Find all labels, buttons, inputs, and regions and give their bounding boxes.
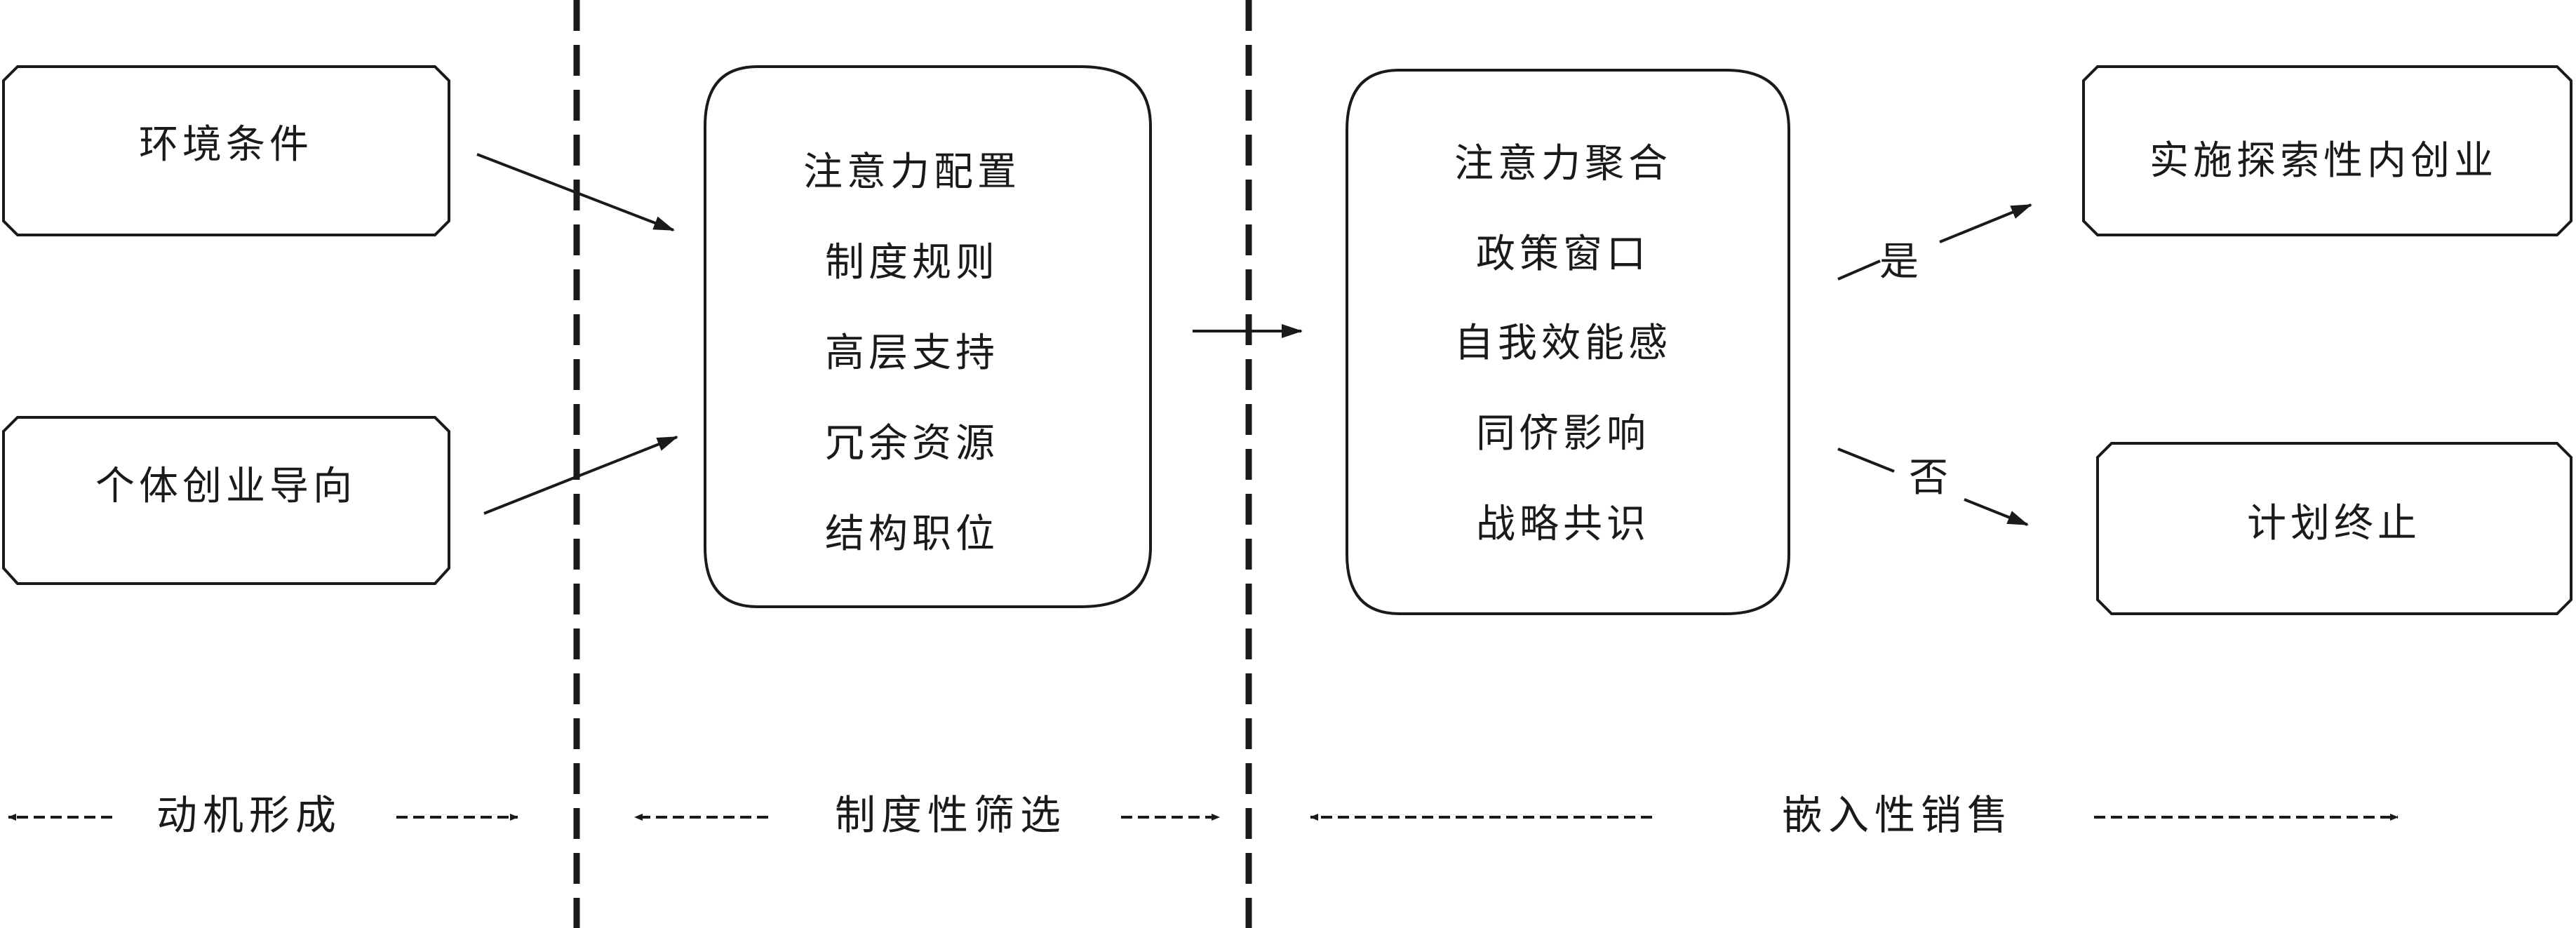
- environment-label: 环境条件: [139, 122, 313, 168]
- terminate-label: 计划终止: [2247, 501, 2421, 546]
- environment-box: 环境条件: [2, 65, 450, 236]
- screening-item: 结构职位: [825, 511, 999, 557]
- screening-item: 冗余资源: [825, 421, 999, 466]
- arrow-yes-segment-b: [1939, 203, 2032, 243]
- individual-label: 个体创业导向: [95, 464, 356, 509]
- no-label: 否: [1909, 455, 1952, 501]
- screening-item: 制度规则: [825, 240, 999, 285]
- selling-box: 注意力聚合 政策窗口 自我效能感 同侪影响 战略共识: [1346, 69, 1790, 615]
- screening-item: 注意力配置: [803, 149, 1021, 195]
- arrow-no-segment-a: [1837, 448, 1895, 473]
- arrow-environment-to-screening: [476, 153, 675, 231]
- arrow-no-segment-b: [1964, 498, 2029, 526]
- implement-box: 实施探索性内创业: [2082, 65, 2572, 236]
- selling-item: 同侪影响: [1476, 411, 1650, 457]
- screening-item: 高层支持: [825, 330, 999, 376]
- screening-box: 注意力配置 制度规则 高层支持 冗余资源 结构职位: [704, 65, 1152, 608]
- selling-item: 自我效能感: [1454, 321, 1672, 366]
- arrow-yes-segment-a: [1837, 260, 1881, 281]
- individual-box: 个体创业导向: [1, 416, 450, 585]
- selling-item: 战略共识: [1476, 502, 1650, 547]
- yes-label: 是: [1879, 239, 1923, 285]
- terminate-box: 计划终止: [2096, 442, 2572, 615]
- arrow-individual-to-screening: [483, 436, 678, 515]
- stage-label-screening: 制度性筛选: [835, 791, 1066, 839]
- stage-label-motivation: 动机形成: [156, 791, 342, 839]
- selling-item: 政策窗口: [1476, 231, 1650, 277]
- selling-item: 注意力聚合: [1454, 141, 1672, 187]
- implement-label: 实施探索性内创业: [2149, 138, 2497, 184]
- stage-label-selling: 嵌入性销售: [1782, 791, 2013, 839]
